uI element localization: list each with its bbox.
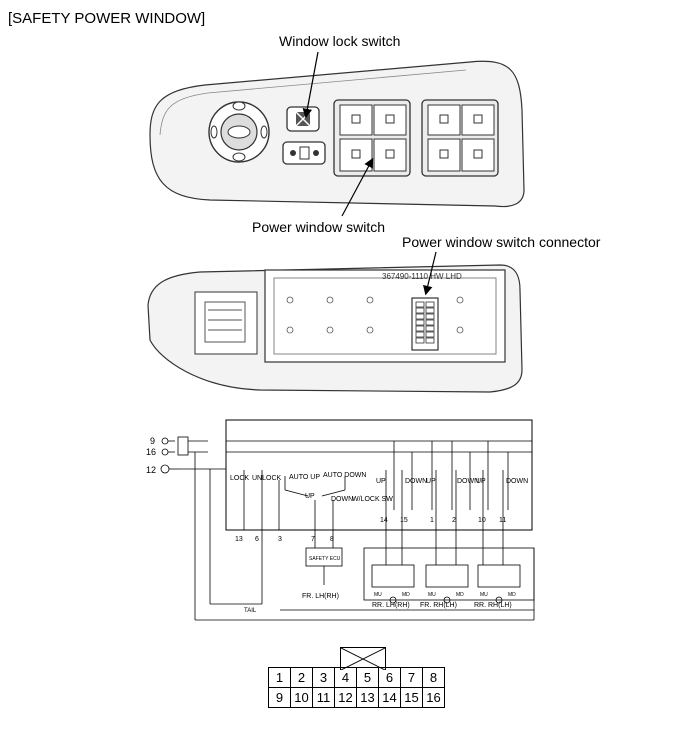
- terminal-16: 16: [146, 447, 156, 457]
- circuit-schematic: 9 16 12: [146, 419, 535, 621]
- pin-14: 14: [380, 517, 388, 524]
- pin-cell: 9: [268, 687, 291, 708]
- down-label-rr: DOWN: [405, 478, 427, 485]
- lock-label: LOCK: [230, 475, 249, 482]
- pin-3: 3: [278, 536, 282, 543]
- pin-cell: 6: [378, 667, 401, 688]
- pin-cell: 14: [378, 687, 401, 708]
- auto-up-label: AUTO UP: [289, 474, 320, 481]
- connector-key: [340, 647, 386, 670]
- mirror-control-icon: [208, 101, 270, 163]
- pin-cell: 4: [334, 667, 357, 688]
- switch-panel-top-view: [149, 51, 525, 217]
- pin-cell: 10: [290, 687, 313, 708]
- connector-label: Power window switch connector: [402, 234, 601, 250]
- motor-fr-rh-label: FR. RH(LH): [420, 602, 457, 609]
- pin-cell: 16: [422, 687, 445, 708]
- motor-fr-lh-label: FR. LH(RH): [302, 593, 339, 600]
- pin-1: 1: [430, 517, 434, 524]
- pin-cell: 3: [312, 667, 335, 688]
- switch-panel-bottom-view: 367490-1110 HW LHD: [147, 251, 523, 393]
- window-switch-group-left: [333, 99, 411, 177]
- pin-row-2: 9 10 11 12 13 14 15 16: [268, 687, 445, 708]
- md-label-rr-rh: MD: [508, 592, 516, 598]
- pin-row-1: 1 2 3 4 5 6 7 8: [268, 667, 445, 688]
- pin-15: 15: [400, 517, 408, 524]
- pin-cell: 15: [400, 687, 423, 708]
- window-switch-group-right: [421, 99, 499, 177]
- mu-label-rr: MU: [374, 592, 382, 598]
- power-window-switch-pointer: [341, 157, 374, 217]
- pin-cell: 5: [356, 667, 379, 688]
- connector-pin-table: 1 2 3 4 5 6 7 8 9 10 11 12 13 14 15 16: [268, 667, 445, 708]
- pin-cell: 8: [422, 667, 445, 688]
- mu-label-rr-rh: MU: [480, 592, 488, 598]
- pin-cell: 11: [312, 687, 335, 708]
- md-label-fr: MD: [456, 592, 464, 598]
- pin-cell: 13: [356, 687, 379, 708]
- wlock-sw-label: W/LOCK SW: [352, 496, 393, 503]
- window-lock-switch-label: Window lock switch: [279, 33, 401, 49]
- pin-cell: 2: [290, 667, 313, 688]
- power-window-switch-label: Power window switch: [252, 219, 386, 235]
- mirror-fold-switch-icon: [282, 141, 326, 165]
- pin-cell: 7: [400, 667, 423, 688]
- lock-switch-pointer: [302, 51, 319, 119]
- motor-rr-lh-label: RR. LH(RH): [372, 602, 410, 609]
- up-label-fr: UP: [426, 478, 436, 485]
- up-label-rr: UP: [376, 478, 386, 485]
- motor-rr-rh-label: RR. RH(LH): [474, 602, 512, 609]
- page-title: [SAFETY POWER WINDOW]: [8, 10, 206, 27]
- tail-label: TAIL: [244, 608, 257, 614]
- up-label-rr-rh: UP: [476, 478, 486, 485]
- pin-cell: 1: [268, 667, 291, 688]
- pin-6: 6: [255, 536, 259, 543]
- unlock-label: UNLOCK: [252, 475, 282, 482]
- pin-7: 7: [311, 536, 315, 543]
- down-label-rr-rh: DOWN: [506, 478, 528, 485]
- pin-cell: 12: [334, 687, 357, 708]
- connector-pointer: [423, 251, 437, 296]
- auto-down-label: AUTO DOWN: [323, 472, 366, 479]
- mu-label-fr: MU: [428, 592, 436, 598]
- part-number: 367490-1110 HW LHD: [382, 272, 462, 281]
- md-label-rr: MD: [402, 592, 410, 598]
- window-lock-switch-icon: [286, 106, 320, 132]
- pin-10: 10: [478, 517, 486, 524]
- down-label-fr: DOWN: [457, 478, 479, 485]
- terminal-12: 12: [146, 465, 156, 475]
- pin-2: 2: [452, 517, 456, 524]
- safety-ecu-label: SAFETY ECU: [309, 556, 341, 562]
- up-label-driver: UP: [305, 493, 315, 500]
- key-cross-icon: [341, 648, 385, 670]
- down-label-driver: DOWN: [331, 496, 353, 503]
- pin-13: 13: [235, 536, 243, 543]
- pin-11: 11: [499, 517, 506, 524]
- pin-8: 8: [330, 536, 334, 543]
- terminal-9: 9: [150, 436, 155, 446]
